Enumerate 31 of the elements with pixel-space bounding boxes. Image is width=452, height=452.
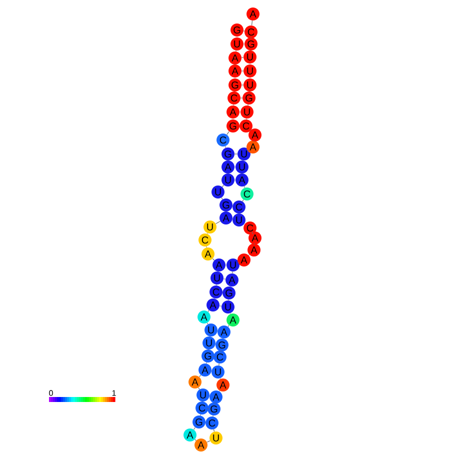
- backbone-line: [251, 20, 253, 26]
- backbone-line: [226, 131, 230, 135]
- backbone-line: [242, 199, 244, 202]
- backbone-line: [206, 440, 210, 442]
- backbone-line: [228, 325, 230, 327]
- base-pair-line: [241, 70, 244, 72]
- base-pair-line: [241, 57, 244, 58]
- scale-label: 1: [112, 390, 116, 396]
- backbone-line: [194, 439, 196, 441]
- base-pair-line: [213, 356, 215, 357]
- backbone-line: [221, 197, 223, 200]
- backbone-line: [250, 37, 252, 39]
- base-pair-line: [241, 84, 244, 86]
- backbone-line: [208, 310, 210, 312]
- backbone-line: [216, 220, 220, 224]
- backbone-line: [252, 232, 254, 234]
- backbone-line: [213, 429, 215, 432]
- backbone-line: [222, 184, 224, 188]
- backbone-line: [247, 150, 250, 152]
- backbone-line: [244, 186, 246, 188]
- backbone-line: [218, 363, 220, 366]
- scale-label: 0: [49, 390, 53, 396]
- backbone-line: [212, 258, 215, 261]
- backbone-line: [254, 243, 255, 245]
- base-pair-line: [223, 278, 226, 280]
- backbone-line: [232, 271, 233, 274]
- base-pair-line: [207, 408, 209, 409]
- backbone-line: [198, 374, 202, 378]
- backbone-line: [224, 146, 226, 148]
- backbone-line: [198, 387, 200, 390]
- backbone-line: [194, 427, 196, 430]
